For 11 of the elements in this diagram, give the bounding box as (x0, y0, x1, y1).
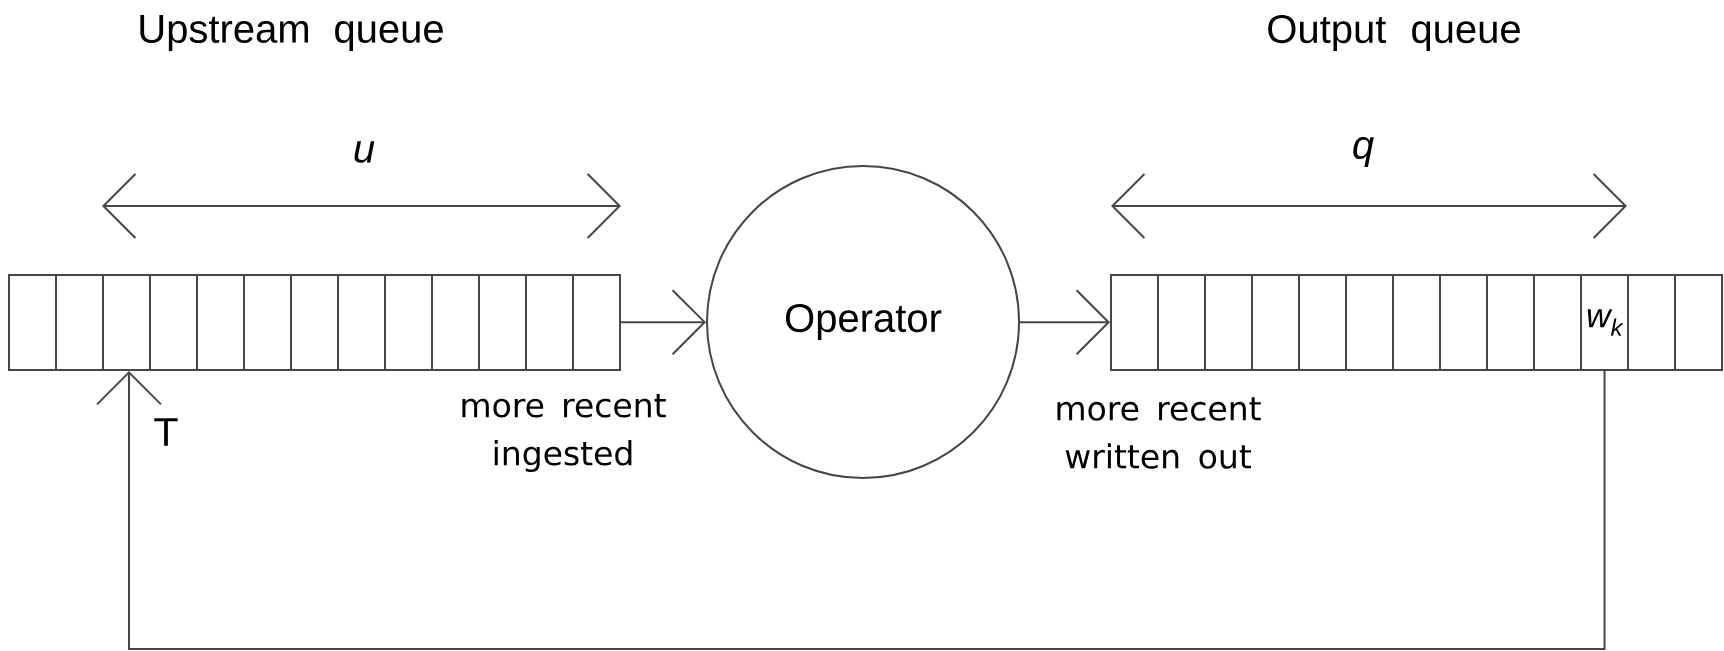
note-text: more recent written out (1057, 397, 1261, 469)
queue-heading: Upstream queue (140, 15, 443, 51)
arrow (96, 370, 1606, 650)
queue-box (8, 274, 621, 371)
queue-cell: w$_{k}$ (1580, 274, 1629, 371)
queue-box (1110, 274, 1723, 371)
dimension-label: q (1353, 137, 1374, 167)
queue-heading: Output queue (1268, 14, 1520, 52)
pointer-label: T (154, 418, 178, 446)
dimension-label: u (354, 141, 375, 163)
note-text: more recent ingested (462, 394, 666, 472)
